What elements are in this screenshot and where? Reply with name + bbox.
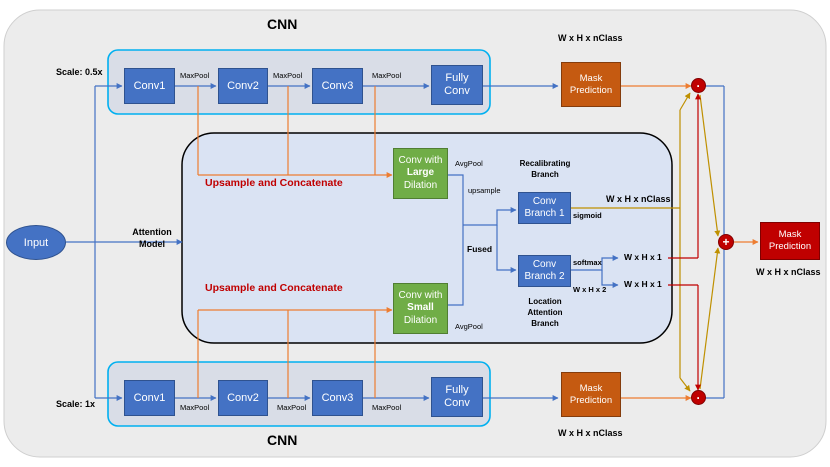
attention-model-label: Attention Model [128,226,176,250]
bottom-conv2-label: Conv2 [227,392,259,404]
location-attention-branch-label: Location Attention Branch [518,296,572,330]
input-label: Input [23,236,49,249]
bottom-output-dim: W x H x nClass [558,428,623,438]
conv-branch-2-output-dim: W x H x 2 [573,285,607,294]
bottom-maxpool-3: MaxPool [372,403,402,412]
bottom-fully-conv-line1: Fully [445,383,469,396]
location-wires [668,93,701,391]
top-conv2: Conv2 [218,68,268,104]
top-maxpool-1: MaxPool [180,71,210,80]
bottom-fully-conv: Fully Conv [431,377,483,417]
bottom-scale-label: Scale: 1x [56,399,96,409]
top-mask-line2: Prediction [569,84,613,96]
upsample-wires-top [197,86,393,178]
conv-large-line3: Dilation [403,179,438,191]
conv-branch-2-line1: Conv [532,259,557,270]
top-maxpool-3: MaxPool [372,71,402,80]
upsample-label: upsample [468,186,501,195]
wh1-bottom-label: W x H x 1 [624,279,662,289]
input-node: Input [6,225,66,260]
final-mask-line2: Prediction [768,241,812,252]
top-maxpool-2: MaxPool [273,71,303,80]
sigmoid-label: sigmoid [573,211,602,220]
loc-line3: Branch [531,319,559,329]
conv-large-line2: Large [406,167,435,179]
conv-small-line2: Small [407,302,434,314]
conv-branch-2-line2: Branch 2 [524,271,565,282]
multiply-node-top: · [691,78,706,93]
conv-branch-1-line2: Branch 1 [524,208,565,219]
recal-line2: Branch [531,170,559,180]
conv-branch-2: Conv Branch 2 [518,255,571,287]
conv-large-dilation: Conv with Large Dilation [393,148,448,199]
bottom-mask-line2: Prediction [569,394,613,406]
avgpool-top-label: AvgPool [455,159,483,168]
bottom-fully-conv-line2: Conv [444,397,470,409]
conv-small-line1: Conv with [398,289,443,301]
sum-symbol: + [722,235,730,249]
bottom-maxpool-2: MaxPool [277,403,307,412]
upsample-concat-top-label: Upsample and Concatenate [205,177,343,189]
input-wires [66,83,183,401]
final-mask-line1: Mask [778,229,802,241]
top-conv2-label: Conv2 [227,80,259,92]
avgpool-bottom-label: AvgPool [455,322,483,331]
wh1-top-label: W x H x 1 [624,252,662,262]
bottom-cnn-title: CNN [267,432,298,448]
top-conv3: Conv3 [312,68,363,104]
top-fully-conv-line2: Conv [444,85,470,97]
multiply-node-bottom: · [691,390,706,405]
bottom-cnn-frame [107,361,491,427]
conv-large-line1: Conv with [398,154,443,166]
final-output-dim: W x H x nClass [756,267,821,277]
sum-node: + [718,234,734,250]
upsample-wires-bottom [197,307,393,398]
bottom-conv1: Conv1 [124,380,175,416]
conv-branch-1-output-dim: W x H x nClass [606,194,671,204]
bottom-mask-line1: Mask [579,382,603,394]
bottom-mask-prediction: Mask Prediction [561,372,621,417]
attention-model-label-line1: Attention [132,227,172,237]
bottom-conv1-label: Conv1 [133,392,166,404]
attention-model-label-line2: Model [139,239,165,250]
multiply-bottom-symbol: · [696,390,701,405]
top-conv3-label: Conv3 [321,80,354,92]
final-mask-prediction: Mask Prediction [760,222,820,260]
bottom-maxpool-1: MaxPool [180,403,210,412]
top-mask-line1: Mask [579,72,603,84]
top-fully-conv-line1: Fully [445,71,469,84]
bottom-conv3-label: Conv3 [321,392,354,404]
multiply-top-symbol: · [696,78,701,93]
upsample-concat-bottom-label: Upsample and Concatenate [205,282,343,294]
recal-line1: Recalibrating [519,159,571,168]
loc-line2: Attention [527,308,563,318]
fused-label: Fused [467,244,493,254]
attention-frame [181,132,673,344]
recalibrating-wires [571,92,721,392]
conv-branch-1: Conv Branch 1 [518,192,571,224]
top-output-dim: W x H x nClass [558,33,623,43]
conv-small-line3: Dilation [403,314,438,326]
mask-output-wires [620,83,759,401]
bottom-conv3: Conv3 [312,380,363,416]
conv-small-dilation: Conv with Small Dilation [393,283,448,334]
recalibrating-branch-label: Recalibrating Branch [512,158,578,180]
top-cnn-title: CNN [267,16,298,32]
conv-branch-1-line1: Conv [532,196,557,207]
top-conv1: Conv1 [124,68,175,104]
top-scale-label: Scale: 0.5x [56,67,103,77]
top-cnn-frame [107,49,491,115]
softmax-label: softmax [573,258,602,267]
top-mask-prediction: Mask Prediction [561,62,621,107]
loc-line1: Location [528,297,562,306]
top-fully-conv: Fully Conv [431,65,483,105]
bottom-conv2: Conv2 [218,380,268,416]
top-conv1-label: Conv1 [133,80,166,92]
